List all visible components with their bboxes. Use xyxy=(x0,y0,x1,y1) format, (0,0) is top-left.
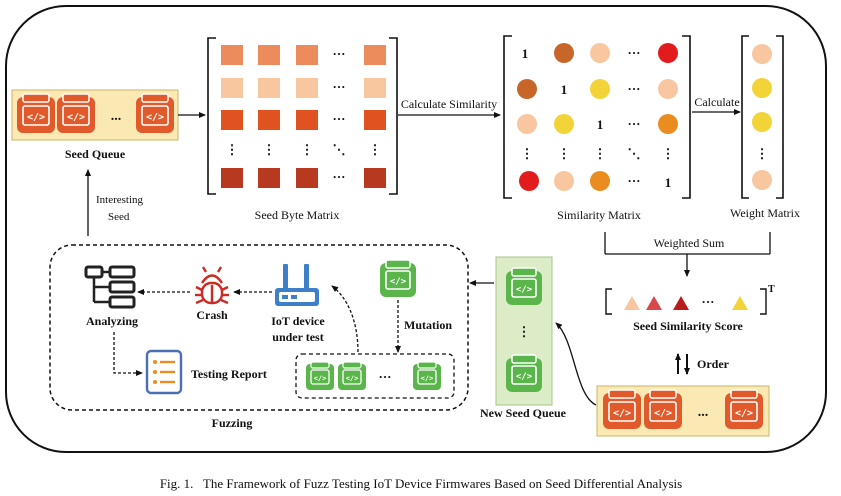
seed-similarity-score: ··· T xyxy=(605,284,775,315)
iot-device-label-2: under test xyxy=(272,330,323,344)
seed-icon xyxy=(505,267,543,306)
new-seed-queue-label: New Seed Queue xyxy=(480,406,567,420)
svg-text:⋮: ⋮ xyxy=(301,142,314,157)
svg-text:⋮: ⋮ xyxy=(369,142,382,157)
svg-text:1: 1 xyxy=(561,82,568,97)
seed-queue: ... xyxy=(11,89,179,141)
svg-text:⋮: ⋮ xyxy=(594,146,607,161)
svg-text:⋮: ⋮ xyxy=(263,142,276,157)
svg-text:⋮: ⋮ xyxy=(521,146,534,161)
report-icon xyxy=(145,349,183,395)
weight-matrix-label: Weight Matrix xyxy=(730,206,800,220)
seed-icon xyxy=(724,389,764,430)
crash-label: Crash xyxy=(196,308,228,322)
seed-icon xyxy=(379,259,417,298)
svg-text:1: 1 xyxy=(522,46,529,61)
svg-text:...: ... xyxy=(698,405,709,420)
seed-icon xyxy=(337,361,367,391)
outer-frame xyxy=(5,5,827,453)
svg-text:···: ··· xyxy=(378,369,391,384)
fuzzing-label: Fuzzing xyxy=(212,416,253,430)
bug-icon xyxy=(195,266,229,305)
router-icon xyxy=(275,264,319,306)
seed-icon xyxy=(56,93,96,134)
similarity-matrix: 1 ··· 1 ··· 1 ··· ⋮ ⋮ ⋮ ⋱ ⋮ ··· 1 xyxy=(503,35,691,199)
to-iot-device-arrow xyxy=(331,285,359,353)
svg-text:···: ··· xyxy=(627,116,640,131)
similarity-matrix-label: Similarity Matrix xyxy=(557,208,641,222)
svg-text:···: ··· xyxy=(332,46,345,61)
calculate-label: Calculate xyxy=(694,95,739,109)
iot-device-label: IoT device xyxy=(271,314,325,328)
weighted-sum-connector xyxy=(604,232,771,277)
new-seed-queue: ⋮ xyxy=(495,256,553,406)
interesting-seed-label: Interesting xyxy=(96,194,144,206)
to-new-queue-arrow xyxy=(555,322,597,406)
seed-similarity-score-label: Seed Similarity Score xyxy=(633,319,743,333)
svg-text:⋱: ⋱ xyxy=(628,146,641,161)
order-label: Order xyxy=(697,357,730,371)
svg-text:⋱: ⋱ xyxy=(333,142,346,157)
svg-text:···: ··· xyxy=(332,169,345,184)
svg-text:···: ··· xyxy=(332,79,345,94)
seed-icon xyxy=(135,93,175,134)
svg-text:···: ··· xyxy=(627,81,640,96)
order-icon xyxy=(675,353,690,375)
svg-text:1: 1 xyxy=(665,175,672,190)
ordered-seed-queue: ... xyxy=(596,385,770,437)
svg-text:⋮: ⋮ xyxy=(226,142,239,157)
svg-text:···: ··· xyxy=(627,173,640,188)
seed-icon xyxy=(602,389,642,430)
svg-text:···: ··· xyxy=(701,294,714,309)
weighted-sum-label: Weighted Sum xyxy=(654,236,725,250)
fuzzing-box xyxy=(49,244,469,411)
seed-queue-ellipsis: ... xyxy=(111,109,122,124)
seed-byte-matrix-label: Seed Byte Matrix xyxy=(255,208,340,222)
to-report-arrow xyxy=(113,332,143,376)
mutation-label: Mutation xyxy=(404,318,452,332)
seed-icon xyxy=(16,93,56,134)
weight-matrix: ⋮ xyxy=(741,35,784,199)
seed-byte-matrix: ··· ··· ··· ⋮ ⋮ ⋮ ⋱ ⋮ ··· xyxy=(207,37,398,195)
svg-text:⋮: ⋮ xyxy=(518,324,531,339)
seed-icon xyxy=(505,354,543,393)
calculate-similarity-label: Calculate Similarity xyxy=(401,97,497,111)
seed-icon xyxy=(643,389,683,430)
svg-text:···: ··· xyxy=(627,45,640,60)
seed-icon xyxy=(305,361,335,391)
flowchart-icon xyxy=(84,265,136,309)
mutated-seeds: ··· xyxy=(295,353,455,399)
seed-icon xyxy=(412,361,442,391)
seed-queue-label: Seed Queue xyxy=(65,147,126,161)
interesting-seed-label-2: Seed xyxy=(108,211,130,223)
figure-caption: Fig. 1. The Framework of Fuzz Testing Io… xyxy=(160,476,682,491)
analyzing-label: Analyzing xyxy=(86,314,138,328)
svg-text:···: ··· xyxy=(332,111,345,126)
svg-text:⋮: ⋮ xyxy=(558,146,571,161)
svg-text:⋮: ⋮ xyxy=(756,146,769,161)
testing-report-label: Testing Report xyxy=(191,367,267,381)
transpose-mark: T xyxy=(768,284,775,295)
svg-text:1: 1 xyxy=(597,117,604,132)
svg-text:⋮: ⋮ xyxy=(662,146,675,161)
